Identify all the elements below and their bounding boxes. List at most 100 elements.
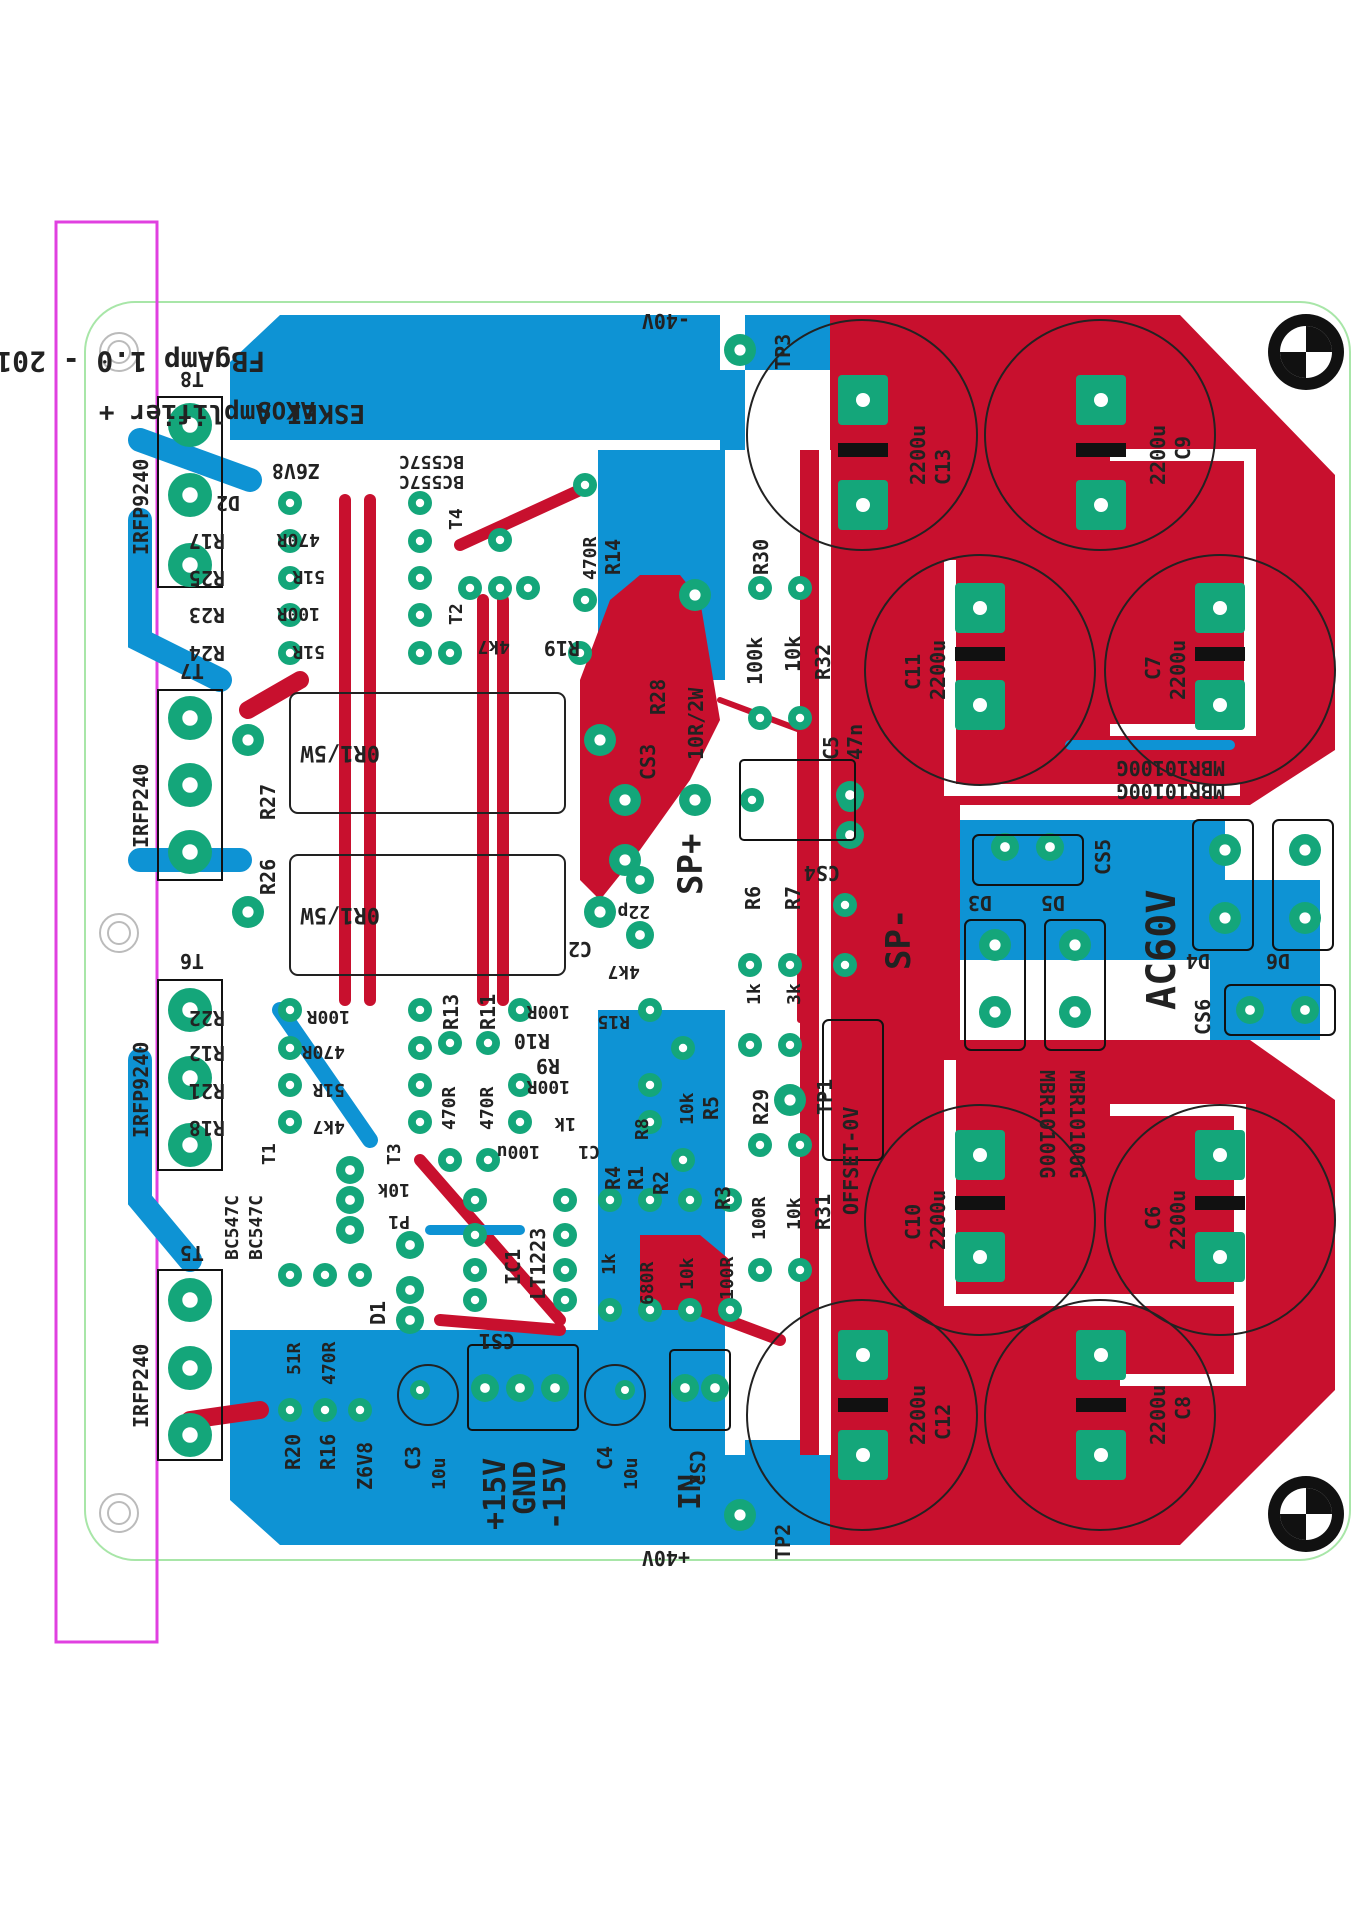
label-ac60v: AC60V <box>1139 890 1185 1010</box>
pad-hole <box>515 1383 525 1393</box>
label-c2: C2 <box>568 937 592 961</box>
pad-hole <box>345 1195 355 1205</box>
label-r32: R32 <box>811 644 835 680</box>
pad-hole <box>784 1094 796 1106</box>
pad-hole <box>1300 1005 1310 1015</box>
electrolytic-pads <box>838 375 1245 1480</box>
label-t2: T2 <box>446 603 467 625</box>
pad-hole <box>685 1195 695 1205</box>
pad-hole <box>285 610 295 620</box>
label-tp3: TP3 <box>771 334 795 370</box>
label-c11: C11 <box>901 654 925 690</box>
pad-hole <box>415 648 425 658</box>
heatsink-keepout <box>54 220 159 1644</box>
label-100u: 100u <box>497 1141 540 1162</box>
pad-hole <box>645 1195 655 1205</box>
label-r14: R14 <box>601 539 625 575</box>
label-r31: R31 <box>811 1194 835 1230</box>
pad-hole <box>1219 844 1231 856</box>
pad-hole <box>415 536 425 546</box>
pad-hole <box>320 1405 330 1415</box>
label-irfp9240-a: IRFP9240 <box>129 459 153 555</box>
label-r22: R22 <box>189 1006 225 1030</box>
board-subtitle: ESKEI Amplifier + <box>99 398 365 428</box>
label-c8: C8 <box>1171 1396 1195 1420</box>
label-r1: R1 <box>624 1166 648 1190</box>
pad-hole <box>415 1080 425 1090</box>
pad-hole <box>725 1195 735 1205</box>
pad-hole <box>515 1005 525 1015</box>
pad-hole <box>465 583 475 593</box>
label-1k-4: 1k <box>599 1253 620 1275</box>
label-r27: R27 <box>256 784 280 820</box>
label-470r-14: 470R <box>580 536 601 580</box>
label-mbr-a: MBR10100G <box>1117 756 1225 780</box>
label-r25: R25 <box>189 566 225 590</box>
pad-hole <box>734 1509 746 1521</box>
label-cs3: CS3 <box>636 744 660 780</box>
label-cs6: CS6 <box>1191 999 1215 1035</box>
pad-hole <box>710 1383 720 1393</box>
pad-hole <box>285 1080 295 1090</box>
label-z6v8-a: Z6V8 <box>272 459 320 483</box>
label-bc557-b: BC557C <box>399 471 464 492</box>
label-c13: C13 <box>931 449 955 485</box>
label-470r-13: 470R <box>439 1086 460 1130</box>
label-p15v: +15V <box>478 1458 513 1530</box>
label-d1: D1 <box>366 1301 390 1325</box>
label-100k: 100k <box>743 637 767 685</box>
pad-hole <box>1069 1006 1081 1018</box>
pad-hole <box>320 1270 330 1280</box>
pad-hole <box>785 1040 795 1050</box>
pad-hole <box>415 573 425 583</box>
pad-hole <box>415 610 425 620</box>
label-470r-16: 470R <box>319 1341 340 1385</box>
label-r10: R10 <box>514 1029 550 1053</box>
pad-hole <box>755 1265 765 1275</box>
label-2200u-c8: 2200u <box>1146 1385 1170 1445</box>
pad-hole <box>678 1043 688 1053</box>
pad-hole <box>680 1383 690 1393</box>
silkscreen-text: FBgAmp 1.0 - 2019.11.17 ESKEI Amplifier … <box>0 309 1290 1570</box>
pad-hole <box>594 906 606 918</box>
label-r4: R4 <box>601 1166 625 1190</box>
label-gnd: GND <box>508 1461 543 1515</box>
label-r18: R18 <box>189 1116 225 1140</box>
label-d6: D6 <box>1266 949 1290 973</box>
pad-hole <box>560 1265 570 1275</box>
label-r7: R7 <box>781 886 805 910</box>
label-t4: T4 <box>446 508 467 530</box>
label-r19: R19 <box>544 636 580 660</box>
label-cs4: CS4 <box>804 861 840 885</box>
pad-hole <box>285 648 295 658</box>
pad-hole <box>445 1155 455 1165</box>
label-d4: D4 <box>1186 949 1210 973</box>
pad-hole <box>405 1285 415 1295</box>
pad-hole <box>445 1038 455 1048</box>
pad-hole <box>845 830 855 840</box>
pad-hole <box>480 1383 490 1393</box>
label-res-big-2: 0R1/5W <box>300 902 380 927</box>
label-2200u-c11: 2200u <box>926 640 950 700</box>
pad-hole <box>1045 842 1055 852</box>
label-r16: R16 <box>316 1434 340 1470</box>
board-outline <box>84 301 1351 1561</box>
pad-hole <box>605 1305 615 1315</box>
label-r28: R28 <box>646 679 670 715</box>
pad-hole <box>795 1140 805 1150</box>
label-mbr-c: MBR10100G <box>1035 1070 1059 1178</box>
label-res-big-1: 0R1/5W <box>300 740 380 765</box>
pad-hole <box>635 875 645 885</box>
label-51r-25: 51R <box>292 566 325 587</box>
pad-hole <box>745 1040 755 1050</box>
label-100r-10: 100R <box>526 1001 570 1022</box>
label-10k-31: 10k <box>784 1197 805 1230</box>
label-c12: C12 <box>931 1404 955 1440</box>
pad-hole <box>345 1225 355 1235</box>
label-t5: T5 <box>180 1241 204 1265</box>
pad-hole <box>415 1117 425 1127</box>
pad-hole <box>747 795 757 805</box>
label-z6v8-b: Z6V8 <box>353 1442 377 1490</box>
pad-hole <box>1000 842 1010 852</box>
pad-hole <box>182 777 198 793</box>
